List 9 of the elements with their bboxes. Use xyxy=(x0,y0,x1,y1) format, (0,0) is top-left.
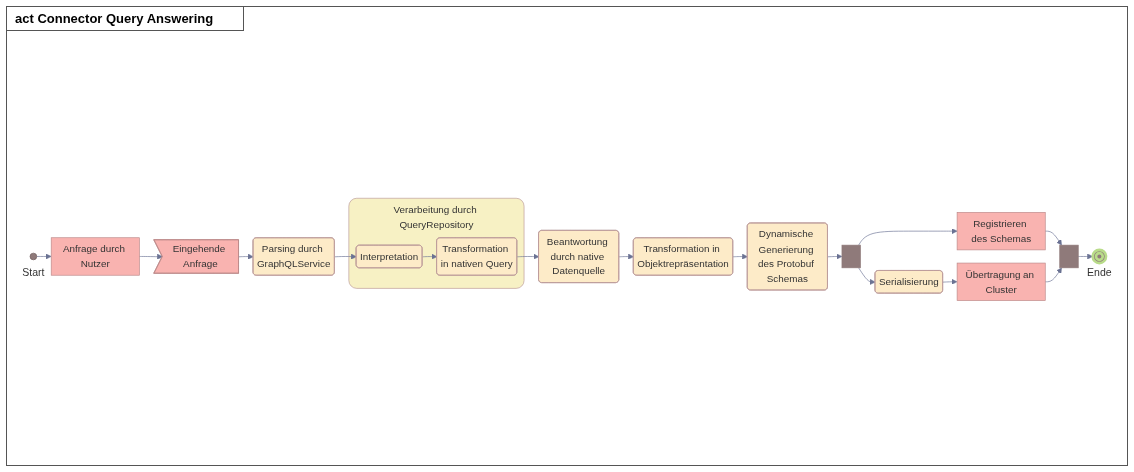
node-box: Anfrage durch Nutzer xyxy=(50,237,140,276)
node-box: Übertragung an Cluster xyxy=(956,262,1046,301)
node-caption: Ende xyxy=(1087,265,1112,278)
node-bar xyxy=(841,244,861,268)
node-caption: Start xyxy=(22,265,45,278)
node-bar xyxy=(1059,244,1079,268)
node-circle xyxy=(29,252,38,260)
diagram-title: act Connector Query Answering xyxy=(7,7,245,31)
node-box: Registrieren des Schemas xyxy=(956,211,1046,250)
